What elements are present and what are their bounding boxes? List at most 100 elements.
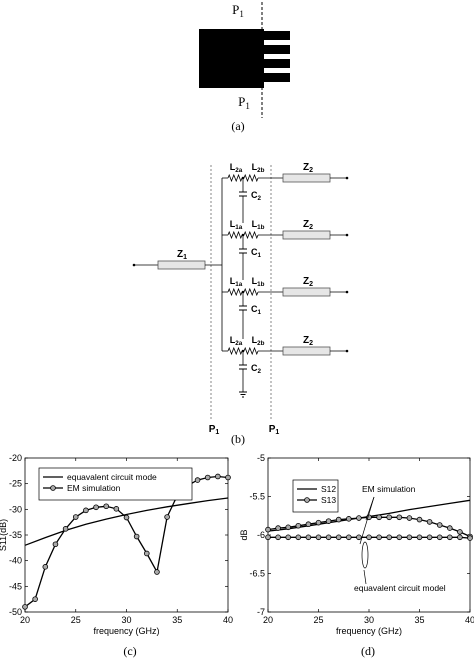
label-capacitor-1-main: C: [251, 247, 258, 257]
series-point-2: [265, 534, 271, 541]
label-capacitor-2: C1: [251, 304, 262, 316]
series-point-1: [103, 503, 109, 510]
legend-entry: S12: [321, 484, 336, 494]
series-point-2: [416, 534, 423, 541]
series-point-2: [295, 534, 302, 541]
y-tick-label: -5: [257, 453, 265, 463]
legend-box: [38, 467, 193, 501]
series-point-2: [275, 534, 281, 541]
y-tick-label: -20: [9, 453, 22, 463]
comb-body: [199, 29, 264, 88]
legend-entry: EM simulation: [67, 483, 121, 493]
label-inductor-b-1-sub: 1b: [257, 224, 265, 231]
port-left-label: P1: [209, 424, 220, 436]
series-point-1: [457, 529, 463, 535]
inductor-1a-2: [227, 287, 243, 297]
series-point-1: [194, 477, 201, 483]
series-point-1: [335, 516, 342, 523]
comb-finger-3: [262, 59, 290, 68]
series-point-1: [305, 521, 312, 528]
x-tick-label: 20: [263, 615, 273, 625]
x-tick-label: 30: [121, 615, 131, 625]
caption-d: (d): [361, 644, 375, 658]
label-capacitor-2-main: C: [251, 304, 258, 314]
x-tick-label: 40: [223, 615, 233, 625]
inductor-2b-0: [243, 173, 259, 183]
y-axis-label: S11(dB): [0, 519, 8, 551]
annotation-em-arrow-2: [359, 496, 375, 545]
y-tick-label: -50: [9, 607, 22, 617]
label-capacitor-3: C2: [251, 363, 262, 375]
legend-box: [292, 479, 339, 513]
label-capacitor-0: C2: [251, 190, 262, 202]
series-point-1: [446, 525, 453, 531]
x-tick-label: 25: [313, 615, 323, 625]
series-point-2: [285, 534, 292, 541]
annotation-circuit-arrow: [363, 569, 367, 585]
series-point-1: [22, 604, 28, 610]
series-point-2: [376, 534, 382, 541]
label-inductor-b-2-main: L: [252, 276, 258, 286]
port-right-label-sub: 1: [275, 429, 279, 436]
y-tick-label: -30: [9, 504, 22, 514]
label-inductor-a-1-main: L: [230, 219, 236, 229]
label-capacitor-1-sub: 1: [257, 252, 261, 259]
series-point-1: [416, 516, 423, 523]
series-point-1: [113, 506, 120, 512]
label-z2-1-main: Z: [303, 219, 309, 230]
label-inductor-a-3: L2a: [230, 335, 243, 347]
z1-label-sub: 1: [183, 254, 187, 261]
label-z2-3-sub: 2: [309, 340, 313, 347]
inductor-1b-1: [243, 230, 259, 240]
z1-label-main: Z: [177, 249, 183, 260]
label-inductor-b-3: L2b: [252, 335, 265, 347]
inductor-1a-1: [227, 230, 243, 240]
label-inductor-a-2: L1a: [230, 276, 243, 288]
series-point-1: [144, 550, 150, 557]
z2-block-2: [282, 287, 331, 297]
label-inductor-b-0-sub: 2b: [257, 167, 265, 174]
series-point-1: [32, 596, 38, 602]
label-inductor-a-0: L2a: [230, 162, 243, 174]
label-capacitor-0-sub: 2: [257, 195, 261, 202]
x-tick-label: 20: [20, 615, 30, 625]
legend-entry: S13: [321, 495, 336, 505]
series-point-1: [265, 526, 271, 533]
series-point-1: [52, 541, 59, 548]
comb-finger-2: [262, 45, 290, 54]
series-point-1: [93, 504, 99, 511]
z1-block: [157, 260, 206, 270]
label-inductor-b-2: L1b: [252, 276, 265, 288]
legend-swatch-point: [304, 497, 310, 503]
series-point-1: [164, 514, 170, 520]
series-point-2: [436, 534, 443, 541]
z2-block-0: [282, 173, 331, 183]
y-tick-label: -6.5: [249, 569, 265, 579]
series-point-1: [42, 564, 49, 570]
x-tick-label: 30: [364, 615, 374, 625]
label-z2-3-main: Z: [303, 335, 309, 346]
x-tick-label: 35: [414, 615, 424, 625]
label-inductor-a-1: L1a: [230, 219, 243, 231]
comb-finger-4: [262, 73, 290, 82]
label-inductor-b-0-main: L: [252, 162, 258, 172]
output-terminal-0: [345, 176, 349, 180]
series-point-1: [275, 525, 281, 531]
series-point-1: [426, 519, 433, 525]
y-tick-label: -45: [9, 581, 22, 591]
port-left-label-main: P: [209, 424, 216, 435]
series-point-2: [345, 534, 352, 541]
series-point-1: [315, 519, 322, 526]
series-point-1: [225, 474, 231, 481]
series-point-1: [376, 514, 382, 521]
series-point-1: [204, 474, 211, 481]
label-capacitor-1: C1: [251, 247, 262, 259]
label-inductor-a-3-sub: 2a: [235, 340, 243, 347]
series-point-1: [345, 516, 352, 522]
label-inductor-b-1: L1b: [252, 219, 265, 231]
y-tick-label: -6: [257, 530, 265, 540]
series-point-1: [386, 514, 393, 521]
output-terminal-2: [345, 290, 349, 294]
y-tick-label: -25: [9, 479, 22, 489]
